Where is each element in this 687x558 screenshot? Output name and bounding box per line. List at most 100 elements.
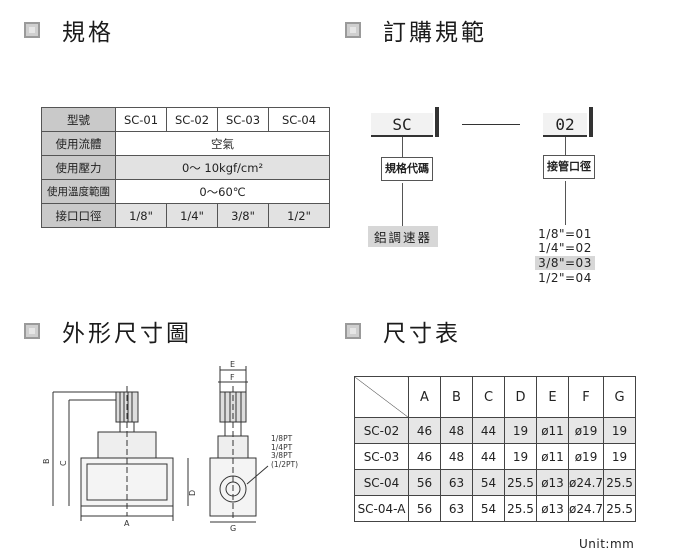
dim-value: ø24.7 [567,495,605,522]
dim-value: 46 [408,417,441,444]
dim-value: 48 [440,417,473,444]
dim-model: SC-02 [354,417,409,444]
spec-row-value: 空氣 [115,131,330,156]
dim-value: 46 [408,443,441,470]
spec-table: 型號 SC-01 SC-02 SC-03 SC-04 使用流體 空氣 使用壓力 … [41,107,330,228]
order-code-series: SC [371,107,439,137]
spec-row-label: 使用壓力 [41,155,116,180]
section-outline: 外形尺寸圖 [24,314,192,348]
order-label-series: 規格代碼 [381,157,433,181]
section-dims: 尺寸表 [345,314,461,348]
dim-value: ø19 [567,417,605,444]
dim-value: 63 [440,495,473,522]
dim-value: 25.5 [504,469,537,496]
spec-model: SC-04 [268,107,330,132]
dim-model: SC-04-A [354,495,409,522]
thread-size: 3/8PT [271,451,293,460]
dim-model: SC-04 [354,469,409,496]
section-title-spec: 規格 [62,20,114,46]
dim-model: SC-03 [354,443,409,470]
order-dash [462,124,520,125]
code-bracket [589,107,593,137]
section-order: 訂購規範 [345,13,487,47]
square-bullet-icon [345,323,361,339]
dim-letter-e: E [230,360,235,369]
connector-line [402,183,403,228]
thread-size: 1/4PT [271,442,293,452]
dim-value: 19 [504,417,537,444]
thread-size: 1/8PT [271,434,293,443]
order-option: 1/4"=02 [538,241,592,255]
dim-letter-a: A [124,519,130,528]
section-title-outline: 外形尺寸圖 [62,321,192,347]
code-bracket [435,107,439,137]
dim-value: ø11 [536,443,569,470]
spec-port: 1/2" [268,203,330,228]
spec-row-label: 接口口徑 [41,203,116,228]
dim-letter-b: B [42,459,51,465]
dim-value: 56 [408,495,441,522]
dim-col-header: C [472,376,505,418]
dim-col-header: E [536,376,569,418]
dim-value: ø13 [536,469,569,496]
dim-value: 25.5 [603,469,637,496]
dim-letter-d: D [188,490,197,496]
dim-value: 19 [504,443,537,470]
dim-value: 48 [440,443,473,470]
connector-line [565,181,566,225]
dim-value: 19 [603,443,637,470]
spec-port: 1/4" [166,203,218,228]
order-label-size: 接管口徑 [543,155,595,179]
order-option: 3/8"=03 [535,256,595,270]
dim-corner-cell [354,376,409,418]
connector-line [565,137,566,155]
order-code-series-text: SC [392,114,412,134]
section-title-order: 訂購規範 [383,20,487,46]
order-code-size-text: 02 [555,114,575,134]
spec-row-value: 0～ 10kgf/cm² [115,155,330,180]
square-bullet-icon [24,323,40,339]
spec-model: SC-02 [166,107,218,132]
order-product-name: 鋁調速器 [368,226,439,247]
square-bullet-icon [24,22,40,38]
dim-value: 44 [472,417,505,444]
spec-row-label: 使用流體 [41,131,116,156]
dim-value: ø13 [536,495,569,522]
dimension-table: A B C D E F G SC-02 46 48 44 19 ø11 ø19 … [354,376,637,522]
dim-col-header: D [504,376,537,418]
dim-value: 54 [472,469,505,496]
dim-value: 25.5 [603,495,637,522]
square-bullet-icon [345,22,361,38]
spec-model: SC-03 [217,107,269,132]
dim-value: 54 [472,495,505,522]
dim-col-header: G [603,376,637,418]
spec-row-label: 使用溫度範圍 [41,179,116,204]
dim-letter-g: G [230,524,236,531]
spec-port: 3/8" [217,203,269,228]
dim-value: ø19 [567,443,605,470]
spec-port: 1/8" [115,203,167,228]
spec-row-value: 0～60℃ [115,179,330,204]
order-option: 1/8"=01 [538,227,592,241]
dim-value: 44 [472,443,505,470]
dim-col-header: B [440,376,473,418]
spec-model: SC-01 [115,107,167,132]
dim-col-header: F [567,376,605,418]
dim-value: 19 [603,417,637,444]
thread-size: (1/2PT) [271,459,299,469]
thread-annotations: 1/8PT 1/4PT 3/8PT (1/2PT) [271,434,299,469]
order-code-size: 02 [543,107,593,137]
dim-value: ø11 [536,417,569,444]
dim-col-header: A [408,376,441,418]
dim-value: 25.5 [504,495,537,522]
dim-value: 56 [408,469,441,496]
section-title-dims: 尺寸表 [383,321,461,347]
order-option: 1/2"=04 [538,271,592,285]
dim-value: 63 [440,469,473,496]
dim-letter-f: F [230,373,235,382]
unit-label: Unit:mm [579,537,635,551]
dim-letter-c: C [59,460,68,466]
spec-header-model: 型號 [41,107,116,132]
connector-line [402,137,403,157]
outline-drawing: B C A D E F G [42,360,269,531]
